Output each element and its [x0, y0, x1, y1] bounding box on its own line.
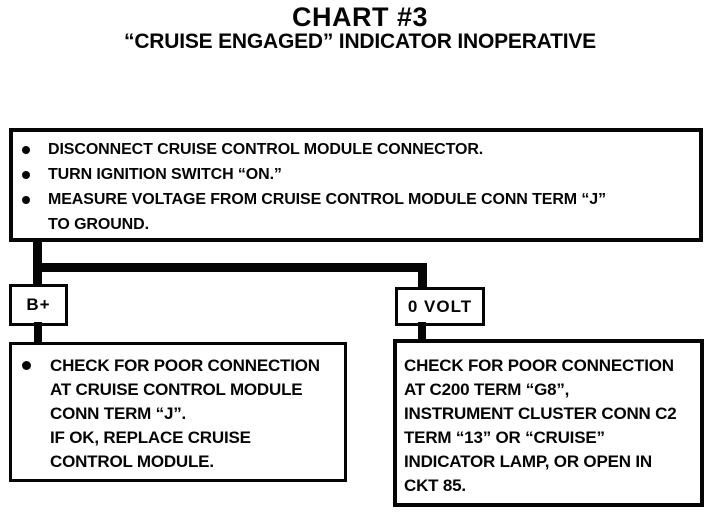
connector-crossbar	[33, 263, 427, 272]
procedure-box: DISCONNECT CRUISE CONTROL MODULE CONNECT…	[9, 128, 703, 242]
action-text-b-plus: CHECK FOR POOR CONNECTION AT CRUISE CONT…	[50, 356, 320, 471]
bullet-icon	[22, 146, 30, 154]
bullet-icon	[22, 361, 31, 370]
result-label-0-volt: 0 VOLT	[407, 296, 473, 316]
chart-title: CHART #3	[291, 2, 429, 32]
result-label-b-plus: B+	[26, 295, 51, 314]
result-box-b-plus: B+	[9, 284, 68, 326]
connector-stub-left	[34, 322, 42, 344]
connector-stem-right	[418, 263, 427, 290]
bullet-icon	[22, 196, 30, 204]
action-box-0-volt: CHECK FOR POOR CONNECTION AT C200 TERM “…	[393, 339, 704, 507]
procedure-step: TURN IGNITION SWITCH “ON.”	[13, 162, 691, 187]
procedure-step: MEASURE VOLTAGE FROM CRUISE CONTROL MODU…	[13, 187, 691, 237]
procedure-step-text: MEASURE VOLTAGE FROM CRUISE CONTROL MODU…	[48, 191, 606, 233]
chart-subtitle: “CRUISE ENGAGED” INDICATOR INOPERATIVE	[124, 30, 596, 53]
result-box-0-volt: 0 VOLT	[395, 287, 485, 326]
connector-stub-right	[418, 322, 426, 341]
connector-stem-left	[33, 238, 42, 287]
action-box-b-plus: CHECK FOR POOR CONNECTION AT CRUISE CONT…	[9, 342, 347, 482]
procedure-step: DISCONNECT CRUISE CONTROL MODULE CONNECT…	[13, 137, 691, 162]
bullet-icon	[22, 171, 30, 179]
action-text-0-volt: CHECK FOR POOR CONNECTION AT C200 TERM “…	[404, 356, 677, 495]
procedure-step-text: TURN IGNITION SWITCH “ON.”	[48, 166, 282, 183]
procedure-step-text: DISCONNECT CRUISE CONTROL MODULE CONNECT…	[48, 141, 484, 158]
